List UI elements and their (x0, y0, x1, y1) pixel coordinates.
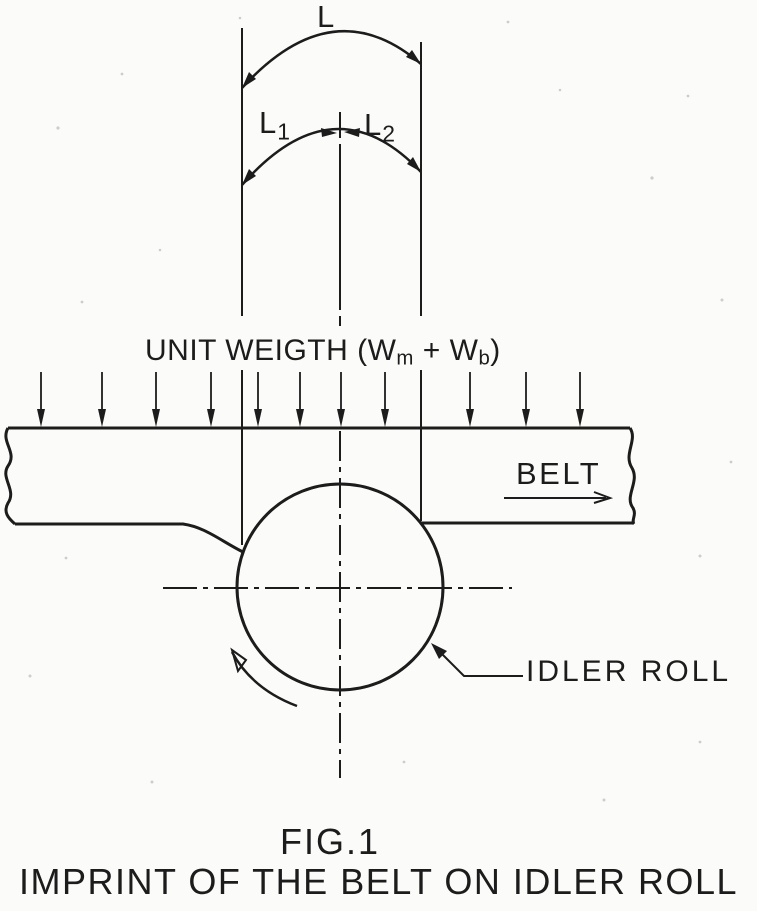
down-arrow-icon (576, 372, 584, 427)
down-arrow-icon (254, 372, 262, 427)
arrowhead-left (242, 72, 256, 88)
scan-noise (28, 16, 733, 802)
arrowhead-center-left (321, 128, 337, 137)
down-arrow-icon (98, 372, 106, 427)
dimension-arc-L (241, 29, 422, 89)
belt-left-break-edge (4, 427, 16, 526)
down-arrow-icon (466, 372, 474, 427)
dimension-L2-subscript: 2 (382, 120, 397, 147)
belt-label: BELT (516, 456, 602, 491)
dimension-L1-base: L (259, 105, 278, 140)
belt-bottom-left-edge (15, 522, 244, 554)
rotation-arrowhead-icon (230, 647, 248, 674)
belt-direction-arrow (504, 491, 614, 504)
down-arrow-icon (337, 372, 345, 427)
down-arrow-icon (522, 372, 530, 427)
belt-right-break-edge (627, 427, 636, 525)
dimension-L-text: L (317, 0, 336, 34)
belt-outline (4, 426, 636, 554)
down-arrow-icon (37, 372, 45, 427)
idler-roll-label: IDLER ROLL (526, 655, 732, 688)
idler-roll-circle (235, 482, 445, 692)
dimension-L2-base: L (364, 107, 383, 142)
down-arrow-icon (152, 372, 160, 427)
unit-weight-subscript-b: b (478, 347, 491, 370)
down-arrow-icon (381, 372, 389, 427)
dimension-L1-subscript: 1 (277, 118, 292, 145)
unit-weight-load-arrows (37, 372, 584, 427)
right-arrow-icon (593, 491, 614, 504)
arrowhead-right (406, 50, 421, 64)
dimension-arc-L1-L2 (241, 127, 422, 186)
dimension-label-L2: L2 (364, 107, 397, 147)
unit-weight-label: UNIT WEIGTH (Wm + Wb) (145, 335, 501, 370)
arrowhead-center-right (344, 128, 360, 137)
dimension-label-L: L (317, 0, 336, 34)
up-left-arrow-icon (431, 643, 447, 659)
down-arrow-icon (296, 372, 304, 427)
unit-weight-subscript-m: m (396, 347, 414, 370)
arrowhead-left (242, 169, 256, 185)
idler-roll-leader (431, 643, 523, 677)
unit-weight-mid: + W (413, 334, 479, 367)
dimension-label-L1: L1 (259, 105, 292, 145)
unit-weight-prefix: UNIT WEIGTH (W (145, 334, 397, 367)
down-arrow-icon (207, 372, 215, 427)
unit-weight-suffix: ) (490, 334, 501, 367)
figure-number: FIG.1 (279, 821, 381, 862)
arrowhead-right (407, 157, 421, 172)
figure-caption: IMPRINT OF THE BELT ON IDLER ROLL (19, 861, 738, 902)
roll-rotation-arrow (230, 647, 298, 708)
